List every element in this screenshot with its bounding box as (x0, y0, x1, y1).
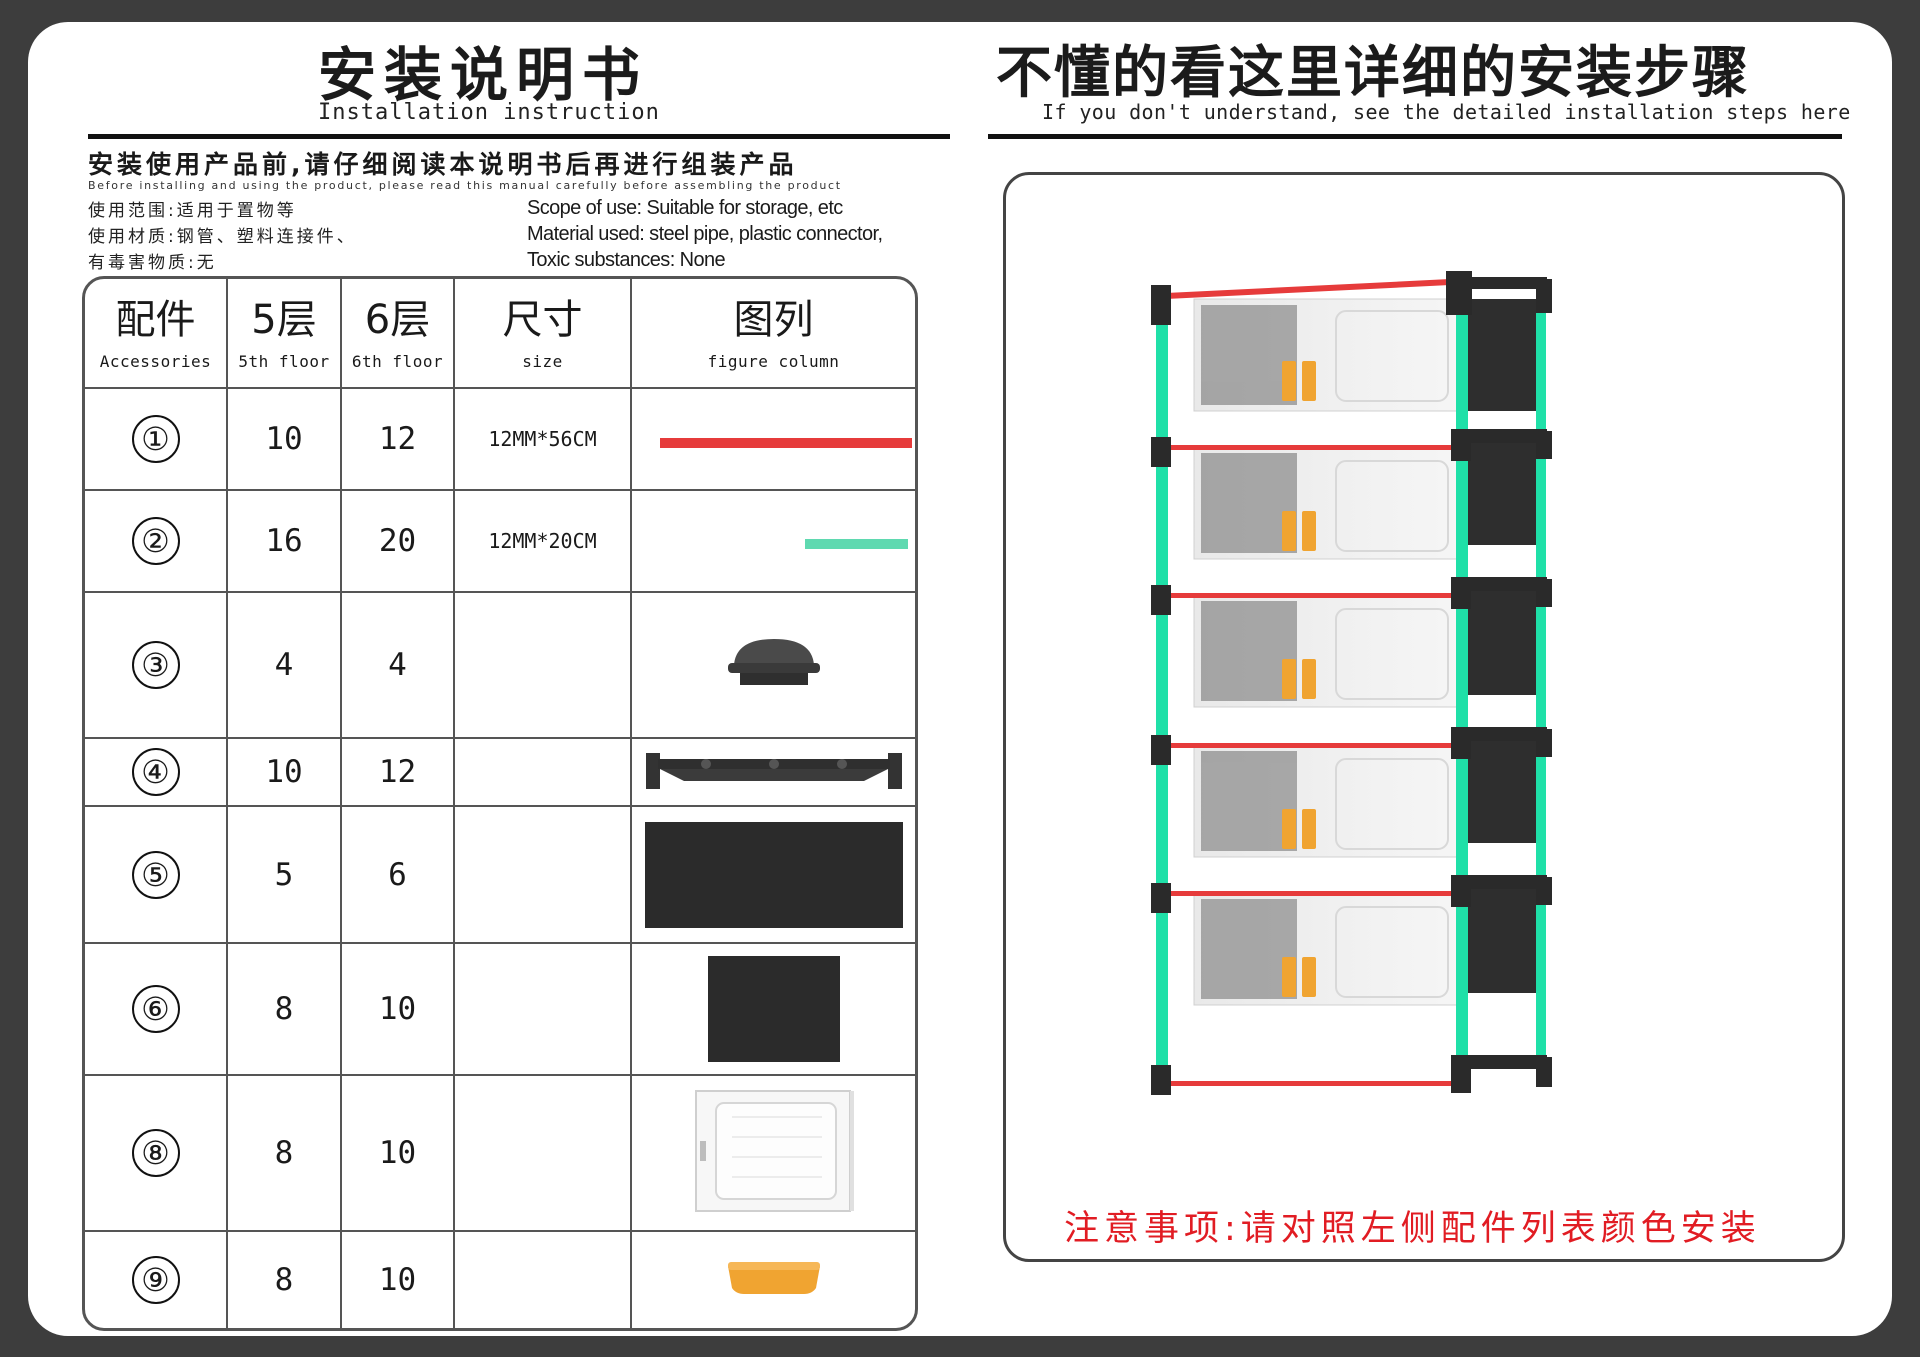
spec-en-material: Material used: steel pipe, plastic conne… (527, 223, 883, 245)
part-size (455, 1075, 632, 1232)
illustration-panel (1003, 172, 1845, 1262)
part-size (455, 807, 632, 944)
qty-6-floor: 12 (342, 389, 455, 492)
clear-door-icon (694, 1089, 854, 1212)
figure-clear-door (632, 1076, 915, 1232)
right-title-en: If you don't understand, see the detaile… (1042, 100, 1851, 124)
figure-foot-cap (632, 593, 915, 740)
left-title-en: Installation instruction (318, 100, 660, 125)
part-id: ⑥ (131, 984, 180, 1033)
figure-red-tube (632, 389, 915, 492)
table-row: ④ 10 12 (85, 739, 915, 808)
part-size (455, 593, 632, 740)
foot-cap-icon (727, 639, 820, 686)
qty-5-floor: 10 (228, 739, 342, 808)
part-id: ⑤ (131, 850, 180, 899)
qty-5-floor: 5 (228, 807, 342, 944)
part-id: ⑨ (131, 1255, 180, 1304)
side-panels (1466, 299, 1544, 993)
spec-en: Scope of use: Suitable for storage, etc … (527, 195, 883, 273)
left-header-rule (88, 134, 950, 139)
figure-black-panel-small (632, 944, 915, 1076)
part-size: 12MM*20CM (455, 491, 632, 594)
part-id: ④ (131, 748, 180, 797)
qty-5-floor: 4 (228, 593, 342, 740)
part-id: ③ (131, 641, 180, 690)
right-header-rule (988, 134, 1842, 139)
qty-5-floor: 16 (228, 491, 342, 594)
spec-cn-scope: 使用范围:适用于置物等 (88, 201, 297, 221)
spec-en-toxic: Toxic substances: None (527, 249, 726, 271)
handles (1282, 361, 1316, 997)
qty-6-floor: 10 (342, 1075, 455, 1232)
part-size: 12MM*56CM (455, 389, 632, 492)
figure-black-panel-large (632, 807, 915, 944)
figure-connector-bar (632, 739, 915, 808)
red-tubes (1166, 279, 1466, 1086)
connector-bar-icon (645, 753, 902, 790)
intro-en: Before installing and using the product,… (88, 179, 842, 192)
part-id: ① (131, 415, 180, 464)
part-id: ② (131, 517, 180, 566)
table-row: ⑥ 8 10 (85, 943, 915, 1076)
qty-6-floor: 12 (342, 739, 455, 808)
table-row: ⑨ 8 10 (85, 1231, 915, 1328)
spec-cn: 使用范围:适用于置物等 使用材质:钢管、塑料连接件、 有毒害物质:无 (88, 198, 357, 276)
qty-6-floor: 4 (342, 593, 455, 740)
part-size (455, 739, 632, 808)
connectors (1151, 271, 1552, 1095)
shelf-illustration (1151, 271, 1552, 1095)
part-size (455, 943, 632, 1076)
left-title-cn: 安装说明书 (318, 41, 649, 109)
qty-5-floor: 10 (228, 389, 342, 492)
qty-6-floor: 10 (342, 1231, 455, 1328)
intro-cn: 安装使用产品前,请仔细阅读本说明书后再进行组装产品 (88, 150, 798, 179)
table-row: ⑤ 5 6 (85, 807, 915, 944)
spec-cn-toxic: 有毒害物质:无 (88, 253, 217, 273)
qty-6-floor: 10 (342, 943, 455, 1076)
table-row: ③ 4 4 (85, 593, 915, 740)
table-row: ① 10 12 12MM*56CM (85, 389, 915, 492)
qty-5-floor: 8 (228, 1231, 342, 1328)
part-id: ⑧ (131, 1128, 180, 1177)
table-row: ② 16 20 12MM*20CM (85, 491, 915, 594)
figure-green-tube (632, 491, 915, 594)
figure-orange-handle (632, 1232, 915, 1328)
right-title-cn: 不懂的看这里详细的安装步骤 (996, 41, 1750, 106)
installation-note: 注意事项:请对照左侧配件列表颜色安装 (1064, 1209, 1761, 1249)
qty-5-floor: 8 (228, 943, 342, 1076)
qty-6-floor: 20 (342, 491, 455, 594)
spec-en-scope: Scope of use: Suitable for storage, etc (527, 197, 843, 219)
orange-handle-icon (727, 1261, 820, 1294)
table-row: ⑧ 8 10 (85, 1075, 915, 1232)
qty-6-floor: 6 (342, 807, 455, 944)
spec-cn-material: 使用材质:钢管、塑料连接件、 (88, 227, 357, 247)
part-size (455, 1231, 632, 1328)
qty-5-floor: 8 (228, 1075, 342, 1232)
